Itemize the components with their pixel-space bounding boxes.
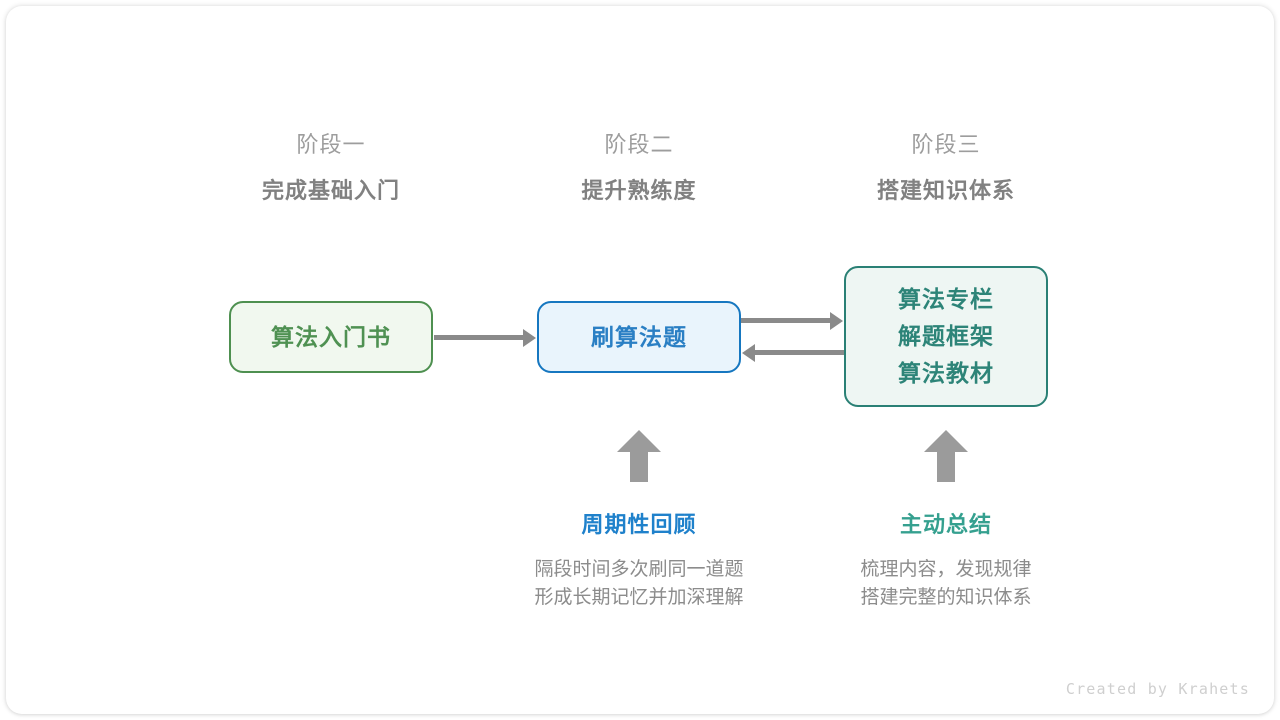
node-knowledge-system-line-1: 算法专栏 xyxy=(898,286,994,312)
annotation-periodic-review: 周期性回顾 隔段时间多次刷同一道题 形成长期记忆并加深理解 xyxy=(489,510,789,612)
up-arrow-active-summary xyxy=(924,430,968,482)
stage-title-3: 搭建知识体系 xyxy=(876,178,1015,203)
up-arrow-periodic-review xyxy=(617,430,661,482)
stage-header-1: 阶段一 完成基础入门 xyxy=(201,130,461,207)
arrow-book-to-practice xyxy=(434,335,524,340)
annotation-body-line-2: 搭建完整的知识体系 xyxy=(860,587,1032,608)
stage-label-2: 阶段二 xyxy=(604,132,674,157)
stage-label-1: 阶段一 xyxy=(296,132,366,157)
watermark-credit: Created by Krahets xyxy=(1065,680,1250,698)
node-knowledge-system-line-2: 解题框架 xyxy=(898,323,994,349)
stage-label-3: 阶段三 xyxy=(911,132,981,157)
node-knowledge-system[interactable]: 算法专栏 解题框架 算法教材 xyxy=(844,266,1048,407)
up-arrow-shaft xyxy=(937,450,955,482)
annotation-body-line-1: 梳理内容，发现规律 xyxy=(860,559,1032,580)
stage-title-1: 完成基础入门 xyxy=(261,178,400,203)
annotation-body-line-1: 隔段时间多次刷同一道题 xyxy=(534,559,744,580)
up-arrow-head xyxy=(617,430,661,452)
stage-title-2: 提升熟练度 xyxy=(581,178,697,203)
up-arrow-head xyxy=(924,430,968,452)
stage-header-3: 阶段三 搭建知识体系 xyxy=(816,130,1076,207)
annotation-body-periodic-review: 隔段时间多次刷同一道题 形成长期记忆并加深理解 xyxy=(489,556,789,612)
up-arrow-shaft xyxy=(630,450,648,482)
arrow-practice-to-system xyxy=(741,318,831,323)
node-intro-book[interactable]: 算法入门书 xyxy=(229,301,433,373)
stage-header-2: 阶段二 提升熟练度 xyxy=(509,130,769,207)
node-practice-problems[interactable]: 刷算法题 xyxy=(537,301,741,373)
node-intro-book-line-1: 算法入门书 xyxy=(271,323,391,350)
node-practice-problems-line-1: 刷算法题 xyxy=(591,323,687,350)
annotation-active-summary: 主动总结 梳理内容，发现规律 搭建完整的知识体系 xyxy=(796,510,1096,612)
arrow-system-to-practice xyxy=(754,350,844,355)
annotation-body-line-2: 形成长期记忆并加深理解 xyxy=(534,587,744,608)
annotation-title-periodic-review: 周期性回顾 xyxy=(581,512,697,537)
node-knowledge-system-line-3: 算法教材 xyxy=(898,360,994,386)
annotation-body-active-summary: 梳理内容，发现规律 搭建完整的知识体系 xyxy=(796,556,1096,612)
annotation-title-active-summary: 主动总结 xyxy=(899,512,992,537)
